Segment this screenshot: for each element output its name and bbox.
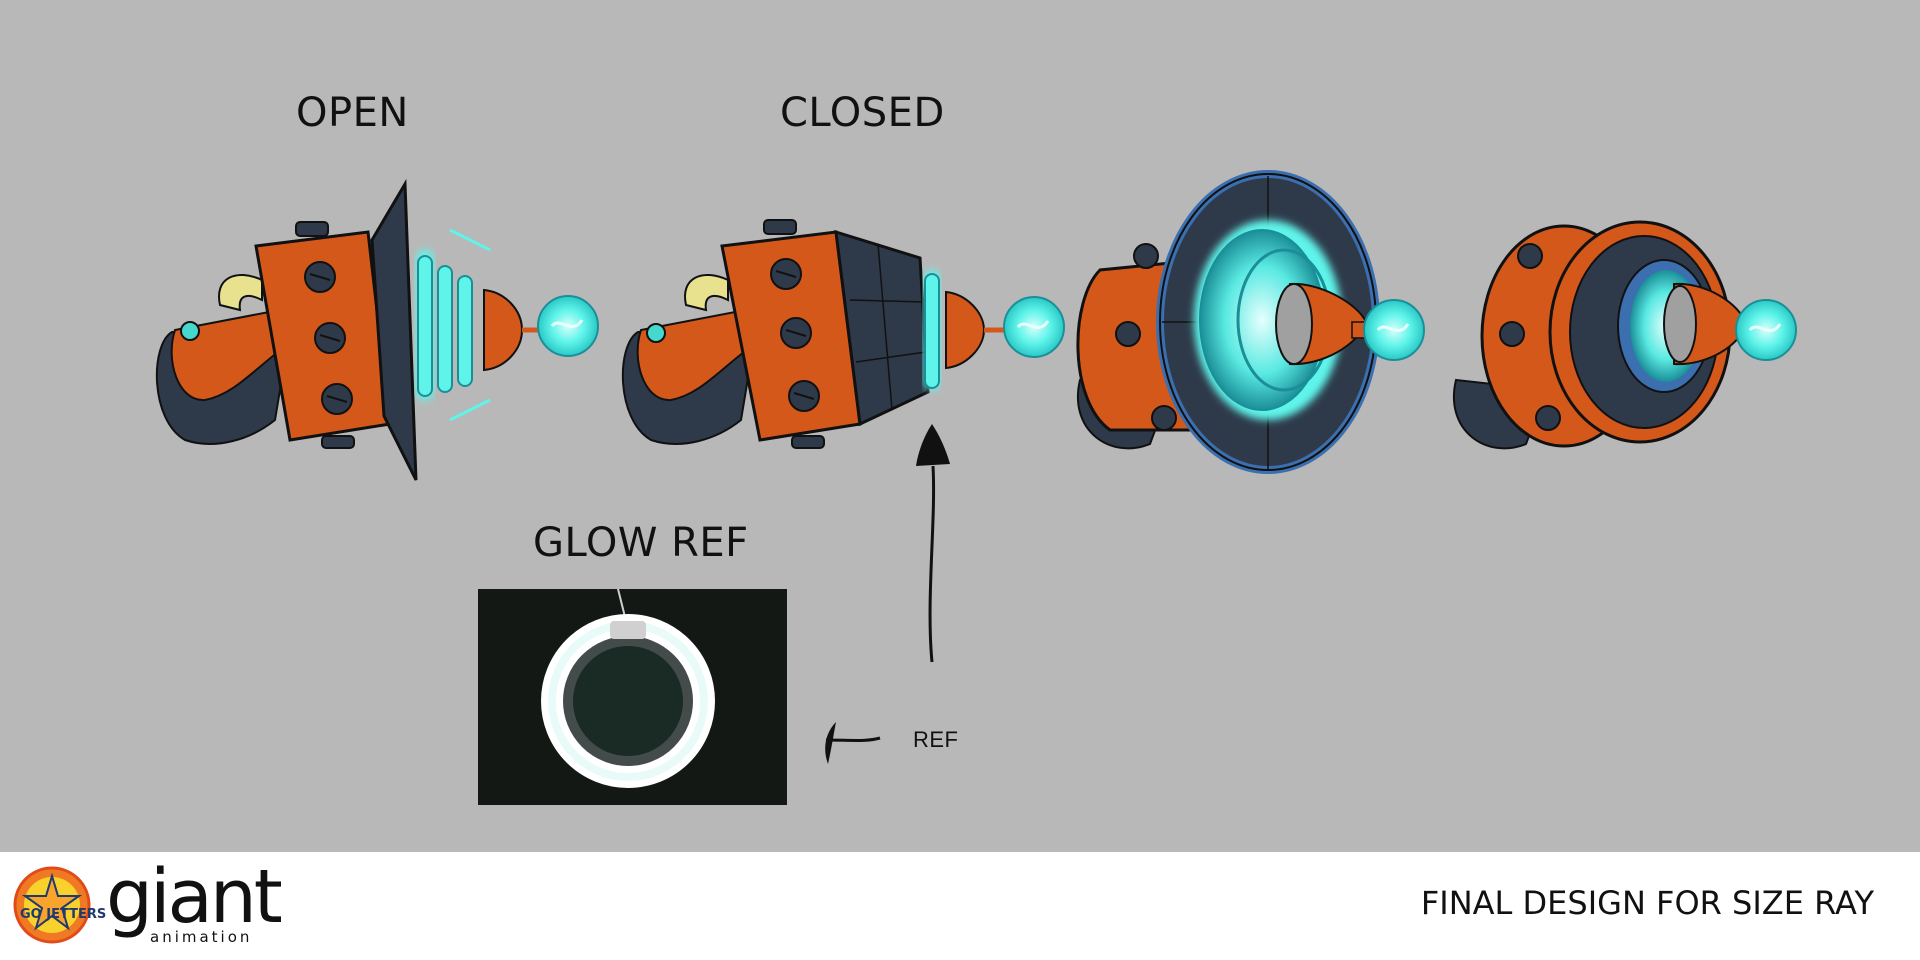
label-open: OPEN [296,90,409,136]
label-closed: CLOSED [780,90,945,136]
size-ray-closed [621,219,1065,449]
footer-bar [0,852,1920,960]
brand-animation: animation [150,928,253,946]
brand-giant: giant [106,854,283,940]
size-ray-front-open [1076,170,1425,474]
label-glow-ref: GLOW REF [533,520,749,566]
size-ray-open [155,178,599,481]
glow-ring-photo [478,589,787,805]
label-ref: REF [913,727,959,752]
go-jetters-logo [13,866,91,944]
drawings-layer [155,170,1797,764]
go-jetters-logo-text: GO JETTERS [20,907,107,922]
black-arrow-mark [825,424,950,764]
size-ray-front-closed [1453,220,1797,450]
footer-title: FINAL DESIGN FOR SIZE RAY [1420,884,1874,922]
